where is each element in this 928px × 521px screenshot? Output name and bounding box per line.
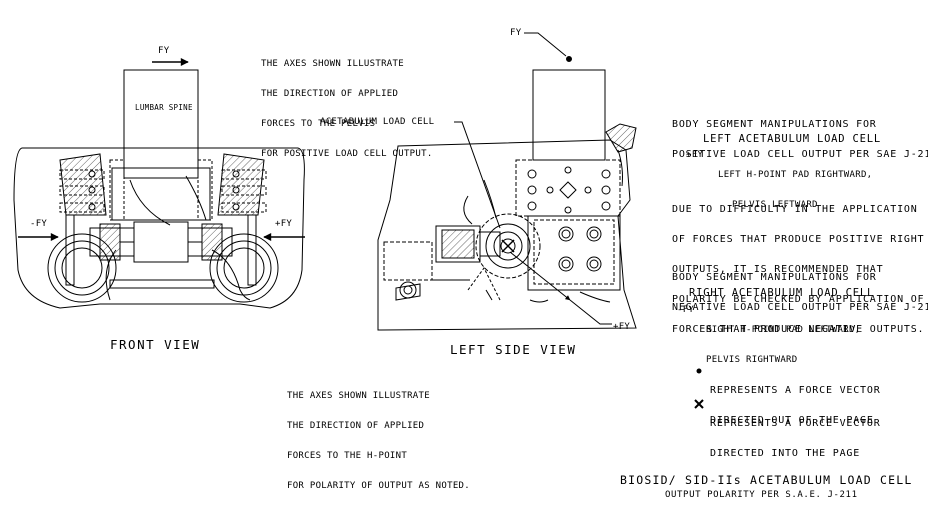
left-cell-title: LEFT ACETABULUM LOAD CELL bbox=[703, 133, 882, 145]
left-cell-desc: LEFT H-POINT PAD RIGHTWARD, PELVIS LEFTW… bbox=[718, 170, 873, 210]
fy-out-of-page-dot bbox=[567, 57, 572, 62]
left-hatch-block bbox=[60, 154, 106, 215]
right-cell-code: -FY bbox=[677, 305, 695, 315]
right-hip-wheel bbox=[210, 234, 278, 302]
acetabulum-leader bbox=[454, 122, 500, 228]
side-bolt bbox=[400, 282, 416, 298]
right-cell-title: RIGHT ACETABULUM LOAD CELL bbox=[689, 287, 875, 299]
legend-out-of-page: REPRESENTS A FORCE VECTOR DIRECTED OUT O… bbox=[710, 385, 881, 426]
side-pos-fy-arrow bbox=[510, 252, 571, 300]
difficulty-note: DUE TO DIFFICULTY IN THE APPLICATION OF … bbox=[672, 204, 925, 335]
legend-into-page: REPRESENTS A FORCE VECTOR DIRECTED INTO … bbox=[710, 418, 881, 459]
title-block-subtitle: OUTPUT POLARITY PER S.A.E. J-211 bbox=[665, 490, 858, 500]
front-neg-fy-label: -FY bbox=[30, 219, 48, 229]
legend-dot-icon bbox=[696, 368, 702, 374]
lumbar-spine-label: LUMBAR SPINE bbox=[135, 103, 193, 112]
left-cell-code: +FY bbox=[686, 150, 704, 160]
side-fy-leader bbox=[524, 33, 566, 56]
title-block-title: BIOSID/ SID-IIs ACETABULUM LOAD CELL bbox=[620, 473, 913, 487]
central-load-block bbox=[134, 222, 188, 262]
acetabulum-label: ACETABULUM LOAD CELL bbox=[320, 117, 435, 127]
positive-header: BODY SEGMENT MANIPULATIONS FOR POSITIVE … bbox=[672, 119, 928, 160]
side-upper-box bbox=[533, 70, 605, 160]
side-fy-label: FY bbox=[510, 28, 522, 38]
hip-joint bbox=[476, 214, 540, 278]
front-view-note: THE AXES SHOWN ILLUSTRATE THE DIRECTION … bbox=[261, 59, 433, 159]
pelvis-outline bbox=[14, 148, 304, 308]
side-view-drawing bbox=[378, 33, 636, 330]
right-cell-desc: RIGHT H-POINT PAD LEFTWARD, PELVIS RIGHT… bbox=[706, 325, 861, 365]
left-hip-wheel bbox=[48, 234, 116, 302]
legend-x-icon bbox=[695, 400, 703, 408]
front-pos-fy-label: +FY bbox=[275, 219, 293, 229]
front-fy-label: FY bbox=[158, 46, 170, 56]
front-view-title: FRONT VIEW bbox=[110, 337, 201, 352]
negative-header: BODY SEGMENT MANIPULATIONS FOR NEGATIVE … bbox=[672, 272, 928, 313]
lumbar-spine-box bbox=[124, 70, 198, 178]
side-pos-fy-label: +FY bbox=[613, 322, 631, 332]
acetabulum-plate bbox=[516, 160, 620, 216]
front-view-drawing bbox=[14, 58, 305, 308]
right-hatch-block bbox=[218, 154, 264, 215]
side-view-title: LEFT SIDE VIEW bbox=[450, 342, 577, 357]
side-view-note: THE AXES SHOWN ILLUSTRATE THE DIRECTION … bbox=[287, 391, 470, 491]
